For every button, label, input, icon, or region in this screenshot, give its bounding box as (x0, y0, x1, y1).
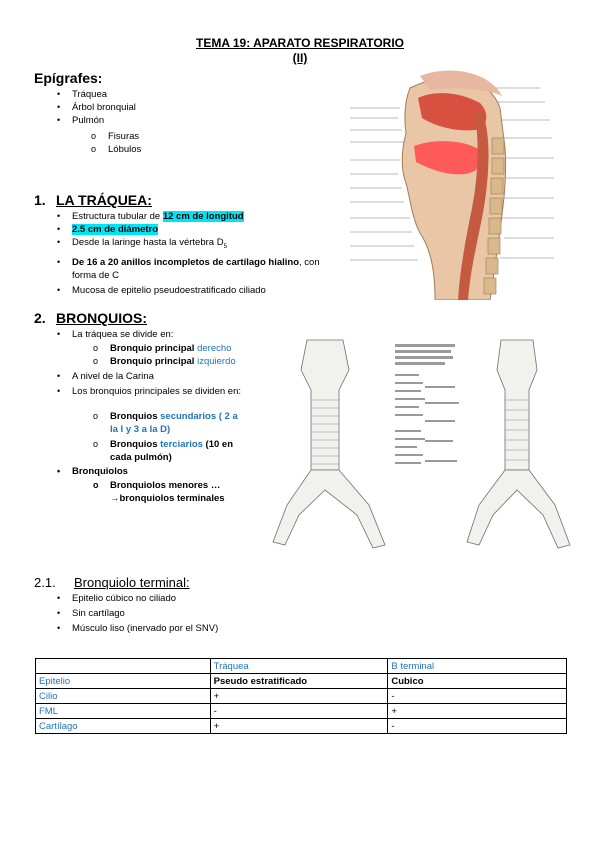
traquea-item: Mucosa de epitelio pseudoestratificado c… (57, 284, 334, 297)
highlighted-text: 2.5 cm de diámetro (72, 224, 159, 235)
text: Desde la laringe hasta la vértebra D (72, 237, 224, 248)
section-number: 2.1. (34, 575, 56, 590)
traquea-item: 2.5 cm de diámetro (57, 223, 334, 236)
table-row: Epitelio Pseudo estratificado Cubico (35, 673, 567, 689)
epigrafes-heading: Epígrafes: (34, 70, 103, 86)
bronquios-list-3: Bronquiolos (57, 465, 252, 478)
blue-text: terciarios (160, 439, 203, 450)
bronquios-sublist-1: Bronquio principal derecho Bronquio prin… (93, 342, 250, 368)
epigrafe-subitem: Fisuras (91, 130, 141, 143)
traquea-item: Estructura tubular de 12 cm de longitud (57, 210, 334, 223)
epigrafe-item: Pulmón (57, 114, 136, 127)
bold-text: Bronquio principal (110, 343, 198, 354)
bronquiolo-item: Músculo liso (inervado por el SNV) (57, 622, 332, 635)
blue-text: derecho (197, 343, 232, 354)
table-header-cell: B terminal (387, 658, 567, 674)
table-cell: - (387, 718, 567, 734)
bronquios-list-2: A nivel de la Carina Los bronquios princ… (57, 370, 252, 398)
epigrafe-item: Árbol bronquial (57, 101, 136, 114)
table-cell: - (209, 703, 389, 719)
bronquiolo-item: Sin cartílago (57, 607, 332, 620)
bronquios-subitem: Bronquio principal derecho (93, 342, 250, 355)
table-header-cell: Tráquea (209, 658, 389, 674)
blue-text: izquierdo (197, 356, 236, 367)
trachea-bronchi-illustration (265, 330, 587, 580)
bronquios-sublist-3: Bronquiolos menores … →bronquiolos termi… (93, 479, 260, 505)
row-label: Cartílago (35, 718, 211, 734)
bronquios-subitem: Bronquio principal izquierdo (93, 355, 250, 368)
row-label: Cilio (35, 688, 211, 704)
traquea-item: Desde la laringe hasta la vértebra D5 (57, 236, 334, 254)
table-row: Cilio + - (35, 688, 567, 704)
table-header-row: Tráquea B terminal (35, 658, 567, 674)
bronquiolo-item: Epitelio cúbico no ciliado (57, 592, 332, 605)
bronquios-subitem: Bronquios secundarios ( 2 a la I y 3 a l… (93, 410, 238, 436)
bold-text: Bronquios (110, 411, 161, 422)
blue-text: secundarios ( 2 a la I y 3 a la D) (110, 411, 238, 435)
table-row: FML - + (35, 703, 567, 719)
text: Mucosa de epitelio pseudoestratificado c… (72, 284, 266, 296)
doc-title-line2: (II) (292, 51, 308, 65)
head-sagittal-illustration (340, 68, 572, 301)
table-cell: Pseudo estratificado (209, 673, 389, 689)
comparison-table: Tráquea B terminal Epitelio Pseudo estra… (35, 658, 567, 734)
bronquios-subitem: Bronquios terciarios (10 en cada pulmón) (93, 438, 238, 464)
highlighted-text: 12 cm de longitud (162, 211, 244, 222)
row-label: Epitelio (35, 673, 211, 689)
table-cell: - (387, 688, 567, 704)
section-heading-bronquios: BRONQUIOS: (56, 310, 147, 326)
section-heading-traquea: LA TRÁQUEA: (56, 192, 152, 208)
epigrafe-subitem: Lóbulos (91, 143, 141, 156)
table-cell: + (387, 703, 567, 719)
bronquios-list-1: La tráquea se divide en: (57, 328, 252, 341)
table-row: Cartílago + - (35, 718, 567, 734)
bronquiolo-list: Epitelio cúbico no ciliado Sin cartílago… (57, 592, 332, 635)
bronquios-item: A nivel de la Carina (57, 370, 252, 383)
bold-text: De 16 a 20 anillos incompletos de cartíl… (72, 256, 300, 268)
row-label: FML (35, 703, 211, 719)
bronquios-item: Los bronquios principales se dividen en: (57, 385, 252, 398)
section-heading-bronquiolo: Bronquiolo terminal: (74, 575, 190, 590)
traquea-item: De 16 a 20 anillos incompletos de cartíl… (57, 256, 334, 282)
table-header-cell (35, 658, 211, 674)
text: Estructura tubular de (72, 211, 163, 222)
bronquios-subitem: Bronquiolos menores … →bronquiolos termi… (93, 479, 260, 505)
epigrafes-sublist: Fisuras Lóbulos (91, 130, 141, 156)
table-cell: Cubico (387, 673, 567, 689)
doc-title-line1: TEMA 19: APARATO RESPIRATORIO (195, 36, 405, 50)
bronquios-item: Bronquiolos (57, 465, 252, 478)
table-cell: + (209, 718, 389, 734)
section-number: 2. (34, 310, 46, 326)
section-number: 1. (34, 192, 46, 208)
traquea-list: Estructura tubular de 12 cm de longitud … (57, 210, 334, 297)
bronquios-item: La tráquea se divide en: (57, 328, 252, 341)
subscript: 5 (223, 243, 227, 250)
bold-text: Bronquios (110, 439, 161, 450)
epigrafe-item: Tráquea (57, 88, 136, 101)
bold-text: (10 en cada pulmón) (110, 439, 234, 463)
table-cell: + (209, 688, 389, 704)
bold-text: Bronquio principal (110, 356, 198, 367)
text: , con forma de C (72, 256, 320, 281)
epigrafes-list: Tráquea Árbol bronquial Pulmón (57, 88, 136, 127)
bronquios-sublist-2: Bronquios secundarios ( 2 a la I y 3 a l… (93, 410, 238, 464)
